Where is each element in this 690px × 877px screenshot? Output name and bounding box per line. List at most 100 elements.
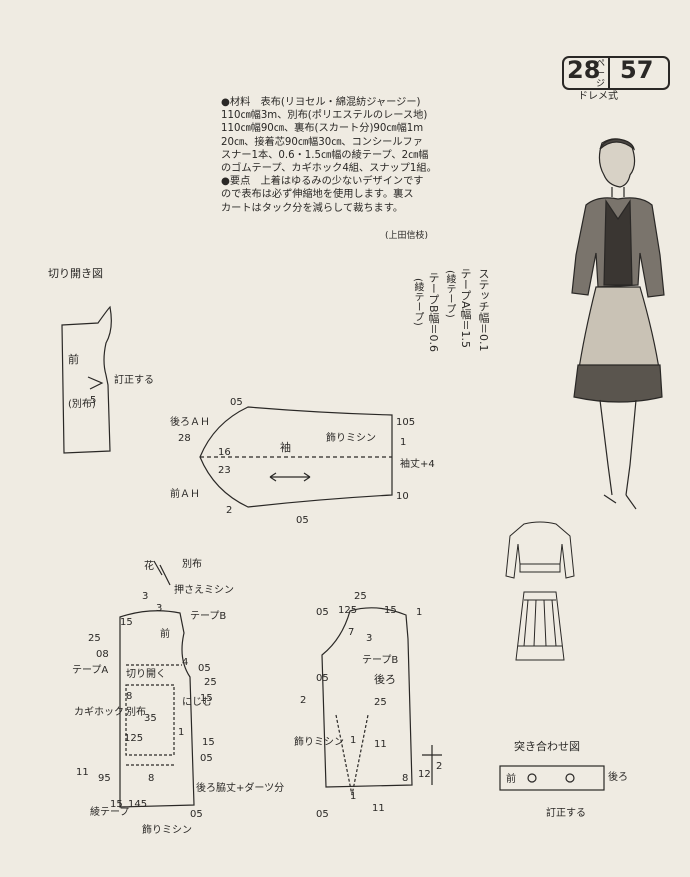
dim-label: 05 xyxy=(316,673,329,684)
stitch-note: 飾りミシン xyxy=(142,823,192,836)
back-label: 後ろ xyxy=(608,770,628,783)
stitch-note: 飾りミシン xyxy=(326,431,376,444)
correction-note: 訂正する xyxy=(114,373,154,386)
dim-label: 11 xyxy=(372,803,385,814)
front-label: 前 xyxy=(160,627,170,640)
dim-label: 1 xyxy=(400,437,406,448)
back-bodice-pattern: 25 05 125 15 7 3 1 テープB 後ろ 05 25 2 1 11 … xyxy=(294,591,442,820)
dim-label: 2 xyxy=(436,761,442,772)
page-ref-badge: 28 ページ 57 xyxy=(562,56,670,90)
dim-label: 11 xyxy=(76,767,89,778)
correction-note: 訂正する xyxy=(546,806,586,819)
dim-label: 25 xyxy=(88,633,101,644)
tape-note: (綾テープ) xyxy=(444,270,455,318)
dim-label: 05 xyxy=(190,809,203,820)
dim-label: 125 xyxy=(124,733,143,744)
tape-a-label: テープA xyxy=(72,664,108,676)
dim-label: 05 xyxy=(198,663,211,674)
points-line: ●要点 上着はゆるみの少ないデザインです xyxy=(221,176,424,188)
hook-label: カギホック xyxy=(74,706,124,718)
side-length-note: 後ろ脇丈+ダーツ分 xyxy=(196,781,284,794)
page-number: 28 xyxy=(567,56,601,84)
sleeve-label: 袖 xyxy=(280,440,291,454)
dim-label: 3 xyxy=(142,591,148,602)
front-armhole-label: 前ＡＨ xyxy=(170,487,200,500)
dim-label: 4 xyxy=(182,657,188,668)
dim-label: 11 xyxy=(374,739,387,750)
materials-line: のゴムテープ、カギホック4組、スナップ1組。 xyxy=(221,163,437,175)
dim-label: 05 xyxy=(316,809,329,820)
dim-label: 05 xyxy=(316,607,329,618)
dim-label: 3 xyxy=(366,633,372,644)
materials-line: 110㎝幅3m、別布(ポリエステルのレース地) xyxy=(221,110,428,122)
flower-note: 花 xyxy=(144,559,154,572)
design-number: 57 xyxy=(620,56,654,84)
dim-label: 2 xyxy=(300,695,306,706)
kirihiraki-title: 切り開き図 xyxy=(48,267,103,280)
back-armhole-label: 後ろＡＨ xyxy=(170,415,210,428)
front-label: 前 xyxy=(68,352,79,366)
dim-label: 1 xyxy=(416,607,422,618)
stitch-note: 飾りミシン xyxy=(294,735,344,748)
dim-label: 3 xyxy=(156,603,162,614)
dim-label: 12 xyxy=(418,769,431,780)
dim-label: 7 xyxy=(348,627,354,638)
dim-label: 8 xyxy=(402,773,408,784)
dim-label: 25 xyxy=(204,677,217,688)
tape-b-label: テープB xyxy=(362,654,398,666)
cut-open-note: 切り開く xyxy=(126,668,166,680)
ease-note: にじむ xyxy=(182,696,212,708)
dim-label: 15 xyxy=(384,605,397,616)
fabric-note: 別布 xyxy=(126,706,146,718)
model-illustration xyxy=(571,138,665,510)
fabric-note: 別布 xyxy=(182,558,202,570)
dim-label: 25 xyxy=(374,697,387,708)
dim-label: 23 xyxy=(218,465,231,476)
dim-label: 15 xyxy=(110,799,123,810)
back-label: 後ろ xyxy=(374,672,396,686)
dim-label: 15 xyxy=(120,617,133,628)
dim-label: 05 xyxy=(200,753,213,764)
front-bodice-pattern: 花 別布 押さえミシン 3 3 15 25 08 前 テープB 4 05 25 … xyxy=(72,558,284,836)
dim-label: 05 xyxy=(230,397,243,408)
series-label: ドレメ式 xyxy=(578,91,618,102)
tape-note: (綾テープ) xyxy=(412,278,423,326)
dim-label: 1 xyxy=(350,735,356,746)
jacket-skirt-sketch xyxy=(505,521,575,661)
stitch-note: 押さえミシン xyxy=(174,583,234,596)
dim-label: 08 xyxy=(96,649,109,660)
tape-note: ステッチ幅＝0.1 xyxy=(477,268,490,352)
dim-label: 5 xyxy=(90,395,96,406)
dim-label: 125 xyxy=(338,605,357,616)
tape-b-label: テープB xyxy=(190,610,226,622)
points-line: カートはタック分を減らして裁ちます。 xyxy=(221,202,404,214)
dim-label: 2 xyxy=(226,505,232,516)
dim-label: 8 xyxy=(148,773,154,784)
sleeve-length-note: 袖丈+4 xyxy=(400,457,435,470)
dim-label: 1 xyxy=(178,727,184,738)
dim-label: 35 xyxy=(144,713,157,724)
dim-label: 1 xyxy=(350,791,356,802)
dim-label: 95 xyxy=(98,773,111,784)
dim-label: 10 xyxy=(396,491,409,502)
dim-label: 16 xyxy=(218,447,231,458)
dim-label: 15 xyxy=(202,737,215,748)
materials-text: ●材料 表布(リヨセル・綿混紡ジャージー) 110㎝幅3m、別布(ポリエステルの… xyxy=(221,96,451,215)
tape-note: テープA幅＝1.5 xyxy=(459,268,472,349)
diagram-title: 突き合わせ図 xyxy=(514,739,580,753)
materials-line: スナー1本、0.6・1.5㎝幅の綾テープ、2㎝幅 xyxy=(221,149,429,161)
tsukiawase-diagram: 突き合わせ図 前 後ろ 訂正する xyxy=(499,739,628,819)
front-label: 前 xyxy=(506,772,516,785)
sleeve-pattern: 05 後ろＡＨ 28 16 23 前ＡＨ 2 05 袖 飾りミシン 105 1 … xyxy=(170,397,435,526)
dim-label: 28 xyxy=(178,433,191,444)
tape-note: テープB幅＝0.6 xyxy=(427,272,440,353)
kirihiraki-diagram: 切り開き図 前 (別布) 5 訂正する xyxy=(48,267,154,454)
dim-label: 105 xyxy=(396,417,415,428)
points-line: ので表布は必ず伸縮地を使用します。裏ス xyxy=(221,189,414,201)
materials-line: ●材料 表布(リヨセル・綿混紡ジャージー) xyxy=(221,97,421,108)
dim-label: 25 xyxy=(354,591,367,602)
dim-label: 15 xyxy=(200,693,213,704)
author-credit: (上田信枝) xyxy=(385,231,429,241)
fabric-note: (別布) xyxy=(68,398,96,410)
dim-label: 145 xyxy=(128,799,147,810)
